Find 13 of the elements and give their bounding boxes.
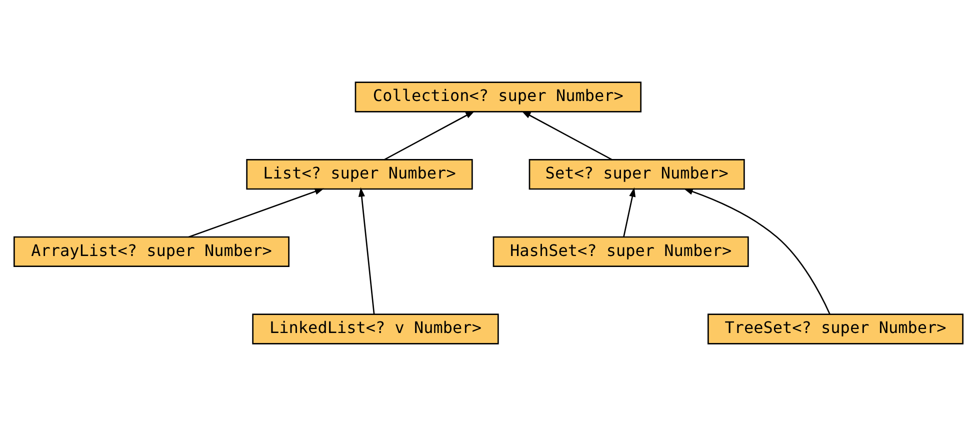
node-box: LinkedList<? v Number> — [252, 314, 499, 344]
arrow — [521, 110, 612, 160]
arrow — [684, 188, 830, 314]
node-box: TreeSet<? super Number> — [708, 314, 964, 344]
arrow — [384, 110, 475, 160]
arrow — [358, 187, 375, 314]
arrow — [188, 188, 324, 238]
node-box: Set<? super Number> — [528, 159, 745, 190]
arrow — [623, 187, 636, 238]
node-box: List<? super Number> — [246, 159, 473, 190]
node-box: HashSet<? super Number> — [492, 236, 749, 267]
node-box: ArrayList<? super Number> — [14, 236, 290, 267]
node-box: Collection<? super Number> — [354, 82, 642, 112]
